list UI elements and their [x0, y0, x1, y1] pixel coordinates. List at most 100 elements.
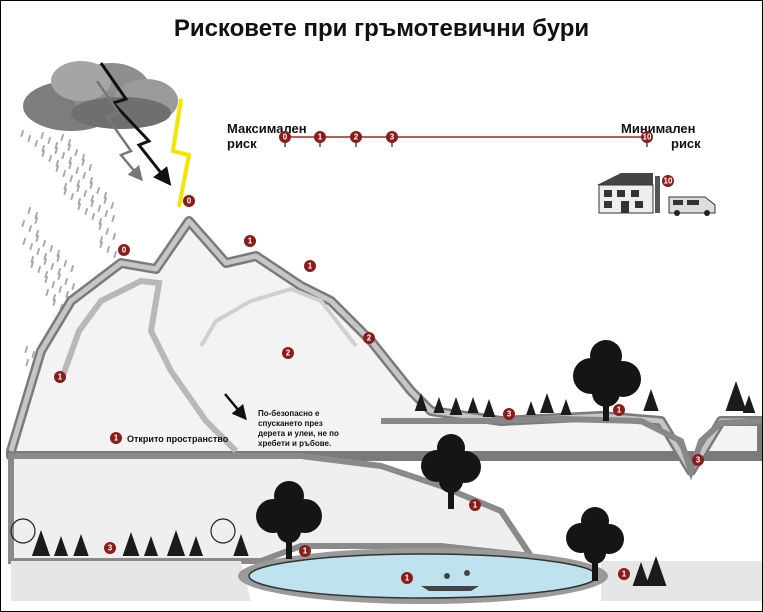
marker-gully: 3: [692, 454, 704, 466]
rain-drop: [58, 286, 62, 293]
svg-text:1: 1: [473, 501, 478, 510]
rain-drop: [71, 283, 75, 290]
tree-valley: [573, 340, 641, 421]
rain-drop: [63, 188, 67, 195]
rain-drop: [42, 240, 46, 247]
rain-drop: [37, 266, 41, 273]
rain-drop: [65, 291, 69, 298]
svg-text:2: 2: [286, 349, 291, 358]
svg-text:0: 0: [122, 246, 127, 255]
rain-drop: [67, 144, 71, 151]
rain-drop: [35, 230, 39, 237]
svg-text:дерета и улеи, не по: дерета и улеи, не по: [258, 429, 339, 438]
pine-tree-icon: [540, 393, 554, 413]
rain-drop: [75, 167, 79, 174]
svg-text:1: 1: [318, 133, 323, 142]
pine-tree-icon: [166, 530, 186, 556]
svg-text:1: 1: [58, 373, 63, 382]
risk-scale: Максимален риск Минимален риск 0 1 2: [227, 121, 701, 151]
rain-drop: [50, 263, 54, 270]
pine-tree-icon: [742, 395, 756, 413]
svg-text:3: 3: [507, 410, 512, 419]
svg-text:1: 1: [617, 406, 622, 415]
marker-house: 10: [662, 175, 674, 187]
svg-text:По-безопасно е: По-безопасно е: [258, 409, 320, 418]
scale-min-label-1: Минимален: [621, 121, 696, 136]
rain-drop: [67, 139, 71, 146]
rain-drop: [68, 162, 72, 169]
marker-lake-tree: 1: [299, 545, 311, 557]
pine-tree-icon: [433, 397, 445, 413]
rain-drop: [20, 130, 24, 137]
tree-lake-right: [566, 507, 624, 581]
pine-tree-icon: [414, 393, 428, 411]
pine-tree-icon: [233, 534, 249, 556]
scale-tick-2: 2: [350, 131, 362, 147]
scale-max-label-1: Максимален: [227, 121, 307, 136]
rain-drop: [41, 145, 45, 152]
rain-drop: [64, 278, 68, 285]
rain-drop: [70, 265, 74, 272]
marker-mountain-face: 2: [282, 347, 294, 359]
forest-trees: [31, 381, 756, 586]
lightning-bolt-main: [99, 62, 172, 186]
tree-lake-left: [256, 481, 322, 559]
rain-drop: [63, 260, 67, 267]
tree-outline-left: [10, 518, 236, 544]
rain-drop: [60, 134, 64, 141]
pine-tree-icon: [526, 401, 536, 415]
rain-drop: [98, 223, 102, 230]
svg-text:3: 3: [390, 133, 395, 142]
svg-text:2: 2: [354, 133, 359, 142]
pine-tree-icon: [54, 536, 68, 556]
rain-drop: [104, 210, 108, 217]
descent-arrow-icon: [224, 393, 247, 421]
marker-main-peak-right: 1: [244, 235, 256, 247]
svg-text:1: 1: [622, 570, 627, 579]
rain-drop: [62, 170, 66, 177]
svg-text:0: 0: [187, 197, 192, 206]
svg-text:1: 1: [114, 434, 119, 443]
rain-drop: [77, 198, 81, 205]
canoe-icon: [421, 586, 479, 591]
rain-drop: [55, 160, 59, 167]
pine-tree-icon: [449, 397, 463, 415]
rain-drop: [81, 154, 85, 161]
van-icon: [668, 196, 716, 216]
house-icon: [597, 173, 660, 214]
rain-drop: [70, 193, 74, 200]
diagram-title: Рисковете при гръмотевични бури: [173, 15, 590, 42]
rain-drop: [51, 281, 55, 288]
rain-drop: [47, 137, 51, 144]
rain-drop: [90, 200, 94, 207]
rain-drop: [57, 268, 61, 275]
rain-drop: [61, 152, 65, 159]
rain-drop: [96, 187, 100, 194]
rain-drop: [57, 273, 61, 280]
svg-text:3: 3: [696, 456, 701, 465]
scale-tick-0: 0: [279, 131, 291, 147]
rain-drop: [103, 192, 107, 199]
rain-drop: [69, 175, 73, 182]
rain-drop: [25, 359, 29, 366]
marker-ridge-slope: 2: [363, 332, 375, 344]
lake: [238, 548, 608, 604]
lightning-bolt-yellow: [170, 98, 192, 208]
pine-tree-icon: [725, 381, 747, 411]
rain-drop: [76, 185, 80, 192]
scale-max-label-2: риск: [227, 136, 257, 151]
rain-drop: [45, 289, 49, 296]
rain-drop: [49, 245, 53, 252]
rain-drop: [63, 183, 67, 190]
rain-drop: [84, 208, 88, 215]
rain-drop: [28, 225, 32, 232]
rain-drop: [30, 261, 34, 268]
rain-drop: [21, 220, 25, 227]
rain-drop: [27, 135, 31, 142]
rain-drop: [27, 207, 31, 214]
rain-drop: [56, 255, 60, 262]
rain-drop: [41, 150, 45, 157]
rain-drop: [91, 213, 95, 220]
